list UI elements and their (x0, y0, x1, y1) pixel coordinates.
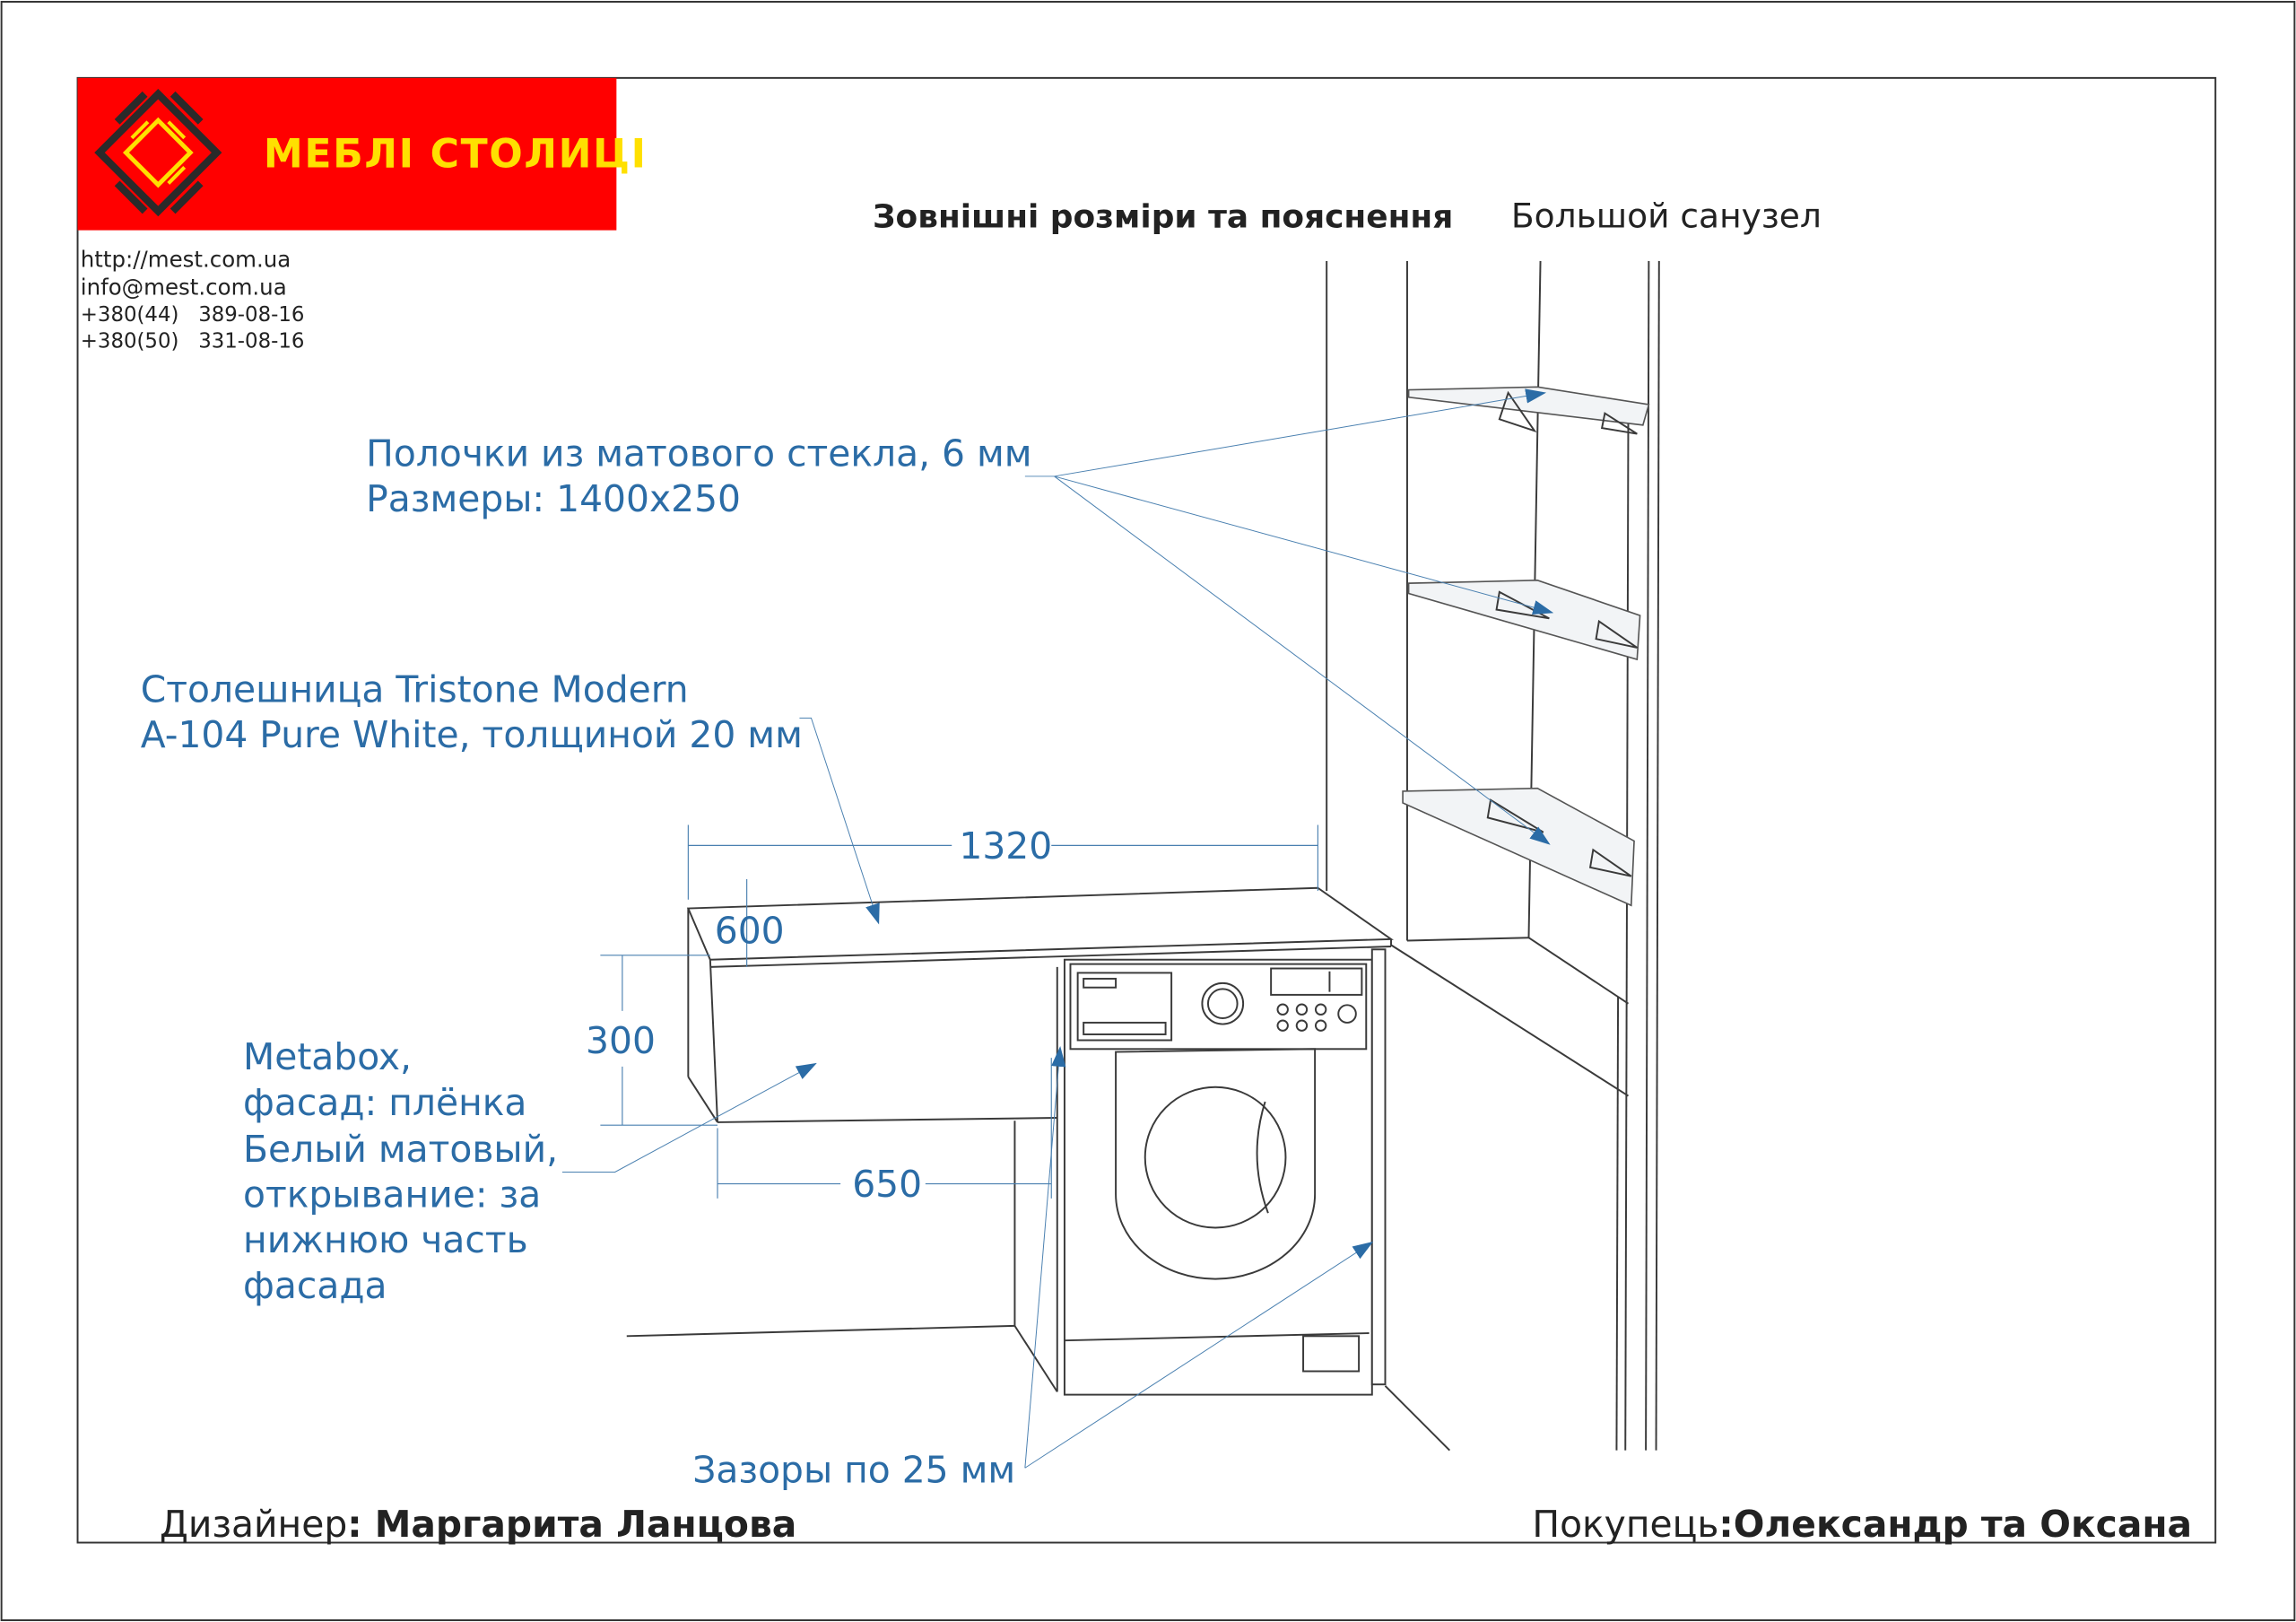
contacts: http://mest.com.ua info@mest.com.ua +380… (81, 246, 305, 353)
leader-arrows (561, 388, 1554, 1469)
page-title: Зовнішні розміри та пояснення (873, 198, 1453, 235)
website-link[interactable]: http://mest.com.ua (81, 246, 291, 272)
washing-machine (1063, 948, 1387, 1396)
shelves-note-line1: Полочки из матового стекла, 6 мм (366, 432, 1031, 475)
shelves-note-line2: Размеры: 1400x250 (366, 477, 741, 520)
metabox-note: Metabox, фасад: плёнка Белый матовый, от… (243, 1035, 558, 1307)
metabox-note-line: фасад: плёнка (243, 1081, 526, 1124)
frame (76, 76, 2217, 1544)
dim-depth: 600 (715, 910, 785, 953)
glass-shelves (1402, 386, 1650, 907)
logo-text: МЕБЛІ СТОЛИЦІ (264, 131, 648, 177)
metabox-note-line: нижнюю часть (243, 1218, 528, 1261)
email-link[interactable]: info@mest.com.ua (81, 274, 287, 300)
designer-label: Дизайнер (160, 1503, 347, 1546)
customer-label: Покупець (1532, 1503, 1718, 1546)
countertop-note-line1: Столешница Tristone Modern (141, 667, 689, 711)
logo-diamond-icon (94, 89, 222, 217)
dim-width: 1320 (959, 824, 1052, 868)
glass-shelf (1407, 386, 1650, 426)
phone-1: +380(44) 389-08-16 (81, 303, 305, 327)
glass-shelf (1407, 580, 1641, 661)
designer-name: : Маргарита Ланцова (347, 1503, 796, 1546)
metabox-note-line: Metabox, (243, 1035, 412, 1078)
metabox-note-line: открывание: за (243, 1173, 541, 1216)
glass-shelf (1402, 787, 1635, 907)
countertop-and-box (626, 886, 1395, 1392)
dim-height: 300 (586, 1019, 656, 1062)
gaps-note: Зазоры по 25 мм (692, 1449, 1015, 1492)
company-logo: МЕБЛІ СТОЛИЦІ (77, 77, 648, 231)
metabox-note-line: фасада (243, 1264, 387, 1307)
designer: Дизайнер: Маргарита Ланцова (160, 1503, 796, 1546)
countertop-note-line2: A-104 Pure White, толщиной 20 мм (141, 713, 803, 756)
metabox-note-line: Белый матовый, (243, 1128, 558, 1171)
dim-box-width: 650 (852, 1163, 922, 1206)
dimension-lines (600, 824, 1318, 1199)
customer: Покупець:Олександр та Оксана (1532, 1503, 2192, 1546)
customer-name: :Олександр та Оксана (1718, 1503, 2192, 1546)
phone-2: +380(50) 331-08-16 (81, 329, 305, 353)
page-subtitle: Большой санузел (1511, 196, 1822, 235)
